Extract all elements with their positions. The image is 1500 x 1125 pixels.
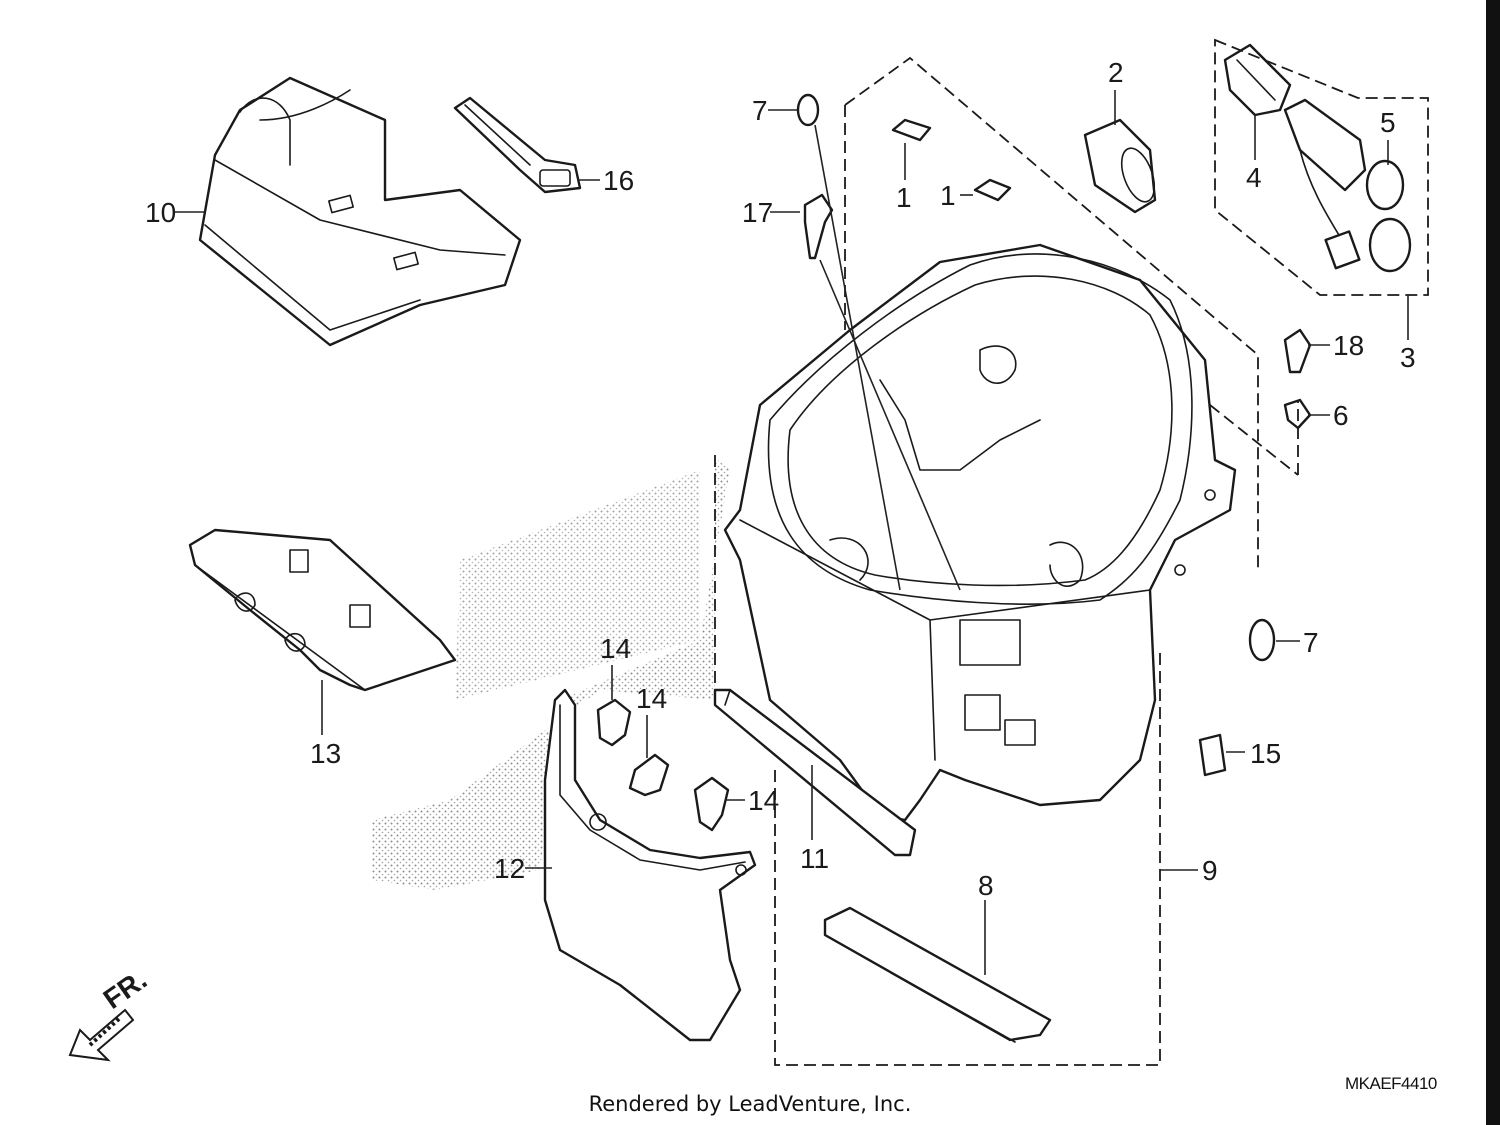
callout-1a: 1 [896,182,912,213]
part-16-strap[interactable] [453,96,582,194]
callout-8: 8 [978,870,994,901]
leader-lines [175,90,1409,975]
callout-7a: 7 [752,95,768,126]
direction-label: FR. [98,964,153,1015]
outline-9-lower [714,455,1161,1066]
callout-14c: 14 [748,785,779,816]
assembly-shadow [372,458,730,890]
part-10-inner-tray[interactable] [198,76,522,347]
callout-5: 5 [1380,107,1396,138]
callout-7b: 7 [1303,627,1319,658]
callout-14a: 14 [600,633,631,664]
part-13-cover-plate[interactable] [188,528,457,692]
callout-6: 6 [1333,400,1349,431]
callout-15: 15 [1250,738,1281,769]
part-2-socket-cover[interactable] [1083,118,1161,214]
diagram-code: MKAEF4410 [1345,1074,1437,1093]
callout-1b: 1 [940,180,956,211]
callout-14b: 14 [636,683,667,714]
part-1-pads[interactable] [891,118,1012,202]
callout-4: 4 [1246,162,1262,193]
part-14-clips[interactable] [596,698,730,832]
right-border-bar [1486,0,1500,1125]
part-8-mat[interactable] [823,906,1052,1043]
callout-10: 10 [145,197,176,228]
render-credit: Rendered by LeadVenture, Inc. [588,1092,912,1116]
part-12-side-cover[interactable] [543,688,757,1042]
callout-17: 17 [742,197,773,228]
callout-9: 9 [1202,855,1218,886]
fasteners[interactable] [796,93,1312,777]
part-9-luggage-box[interactable] [723,243,1237,822]
callout-2: 2 [1108,57,1124,88]
callout-12: 12 [494,853,525,884]
callout-3: 3 [1400,342,1416,373]
outline-3 [1214,38,1429,296]
outline-9-upper [844,56,1299,570]
callout-13: 13 [310,738,341,769]
front-direction-arrow-icon: FR. [68,964,153,1062]
callout-numbers: 7 17 1 1 2 4 5 3 18 6 7 15 9 8 11 10 16 … [145,57,1416,901]
callout-18: 18 [1333,330,1364,361]
part-3-socket-assembly[interactable] [1223,43,1412,273]
callout-16: 16 [603,165,634,196]
part-11-seal-strip[interactable] [713,688,917,857]
callout-11: 11 [800,843,829,874]
